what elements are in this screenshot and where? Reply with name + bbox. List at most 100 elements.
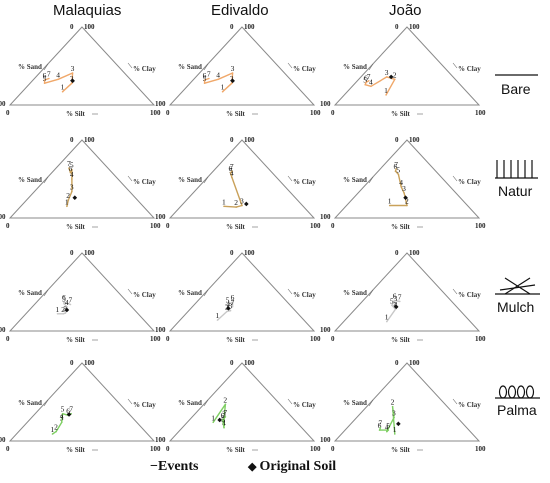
event-label-7: 7 xyxy=(230,162,234,171)
legend-original-symbol: ◆ xyxy=(247,461,257,473)
event-label-1: 1 xyxy=(393,425,397,434)
event-point-4 xyxy=(223,426,225,429)
event-label-2: 2 xyxy=(223,395,227,404)
corner-label-top-100: 100 xyxy=(409,249,420,257)
event-label-4: 4 xyxy=(70,170,74,179)
clay-axis-label: % Clay xyxy=(458,65,481,73)
corner-label-left-100: 100 xyxy=(155,326,166,334)
event-label-3: 3 xyxy=(240,197,244,206)
event-point-5 xyxy=(63,302,65,305)
corner-label-left-100: 100 xyxy=(320,100,331,108)
event-point-2 xyxy=(406,204,408,207)
corner-label-right-100: 100 xyxy=(475,222,486,230)
event-point-6 xyxy=(221,419,224,421)
event-label-5: 5 xyxy=(62,295,66,304)
event-label-3: 3 xyxy=(222,409,226,418)
event-label-4: 4 xyxy=(222,419,226,428)
event-point-2 xyxy=(391,405,394,408)
corner-label-left-100: 100 xyxy=(155,213,166,221)
event-label-1: 1 xyxy=(216,311,220,320)
event-point-3 xyxy=(71,72,74,74)
event-label-5: 5 xyxy=(386,421,390,430)
legend-events: −Events xyxy=(150,459,199,474)
event-label-3: 3 xyxy=(385,68,389,77)
corner-label-top-100: 100 xyxy=(84,359,95,367)
event-point-1 xyxy=(56,313,59,315)
sand-axis-label: % Sand xyxy=(18,399,42,407)
event-label-4: 4 xyxy=(399,178,403,187)
ternary-triangle xyxy=(333,252,481,332)
corner-label-right-100: 100 xyxy=(475,445,486,453)
event-label-1: 1 xyxy=(388,197,392,206)
corner-label-top-100: 100 xyxy=(409,359,420,367)
event-label-4: 4 xyxy=(226,299,230,308)
event-label-7: 7 xyxy=(378,419,382,428)
event-point-6 xyxy=(378,429,381,431)
corner-label-left-0: 0 xyxy=(166,335,170,343)
column-headers: Malaquias Edivaldo João xyxy=(53,2,422,19)
sand-axis-label: % Sand xyxy=(18,289,42,297)
event-point-1 xyxy=(386,320,388,323)
event-point-7 xyxy=(231,306,234,308)
original-soil-marker xyxy=(230,78,235,84)
event-point-1 xyxy=(394,433,396,435)
sand-axis-label: % Sand xyxy=(343,176,367,184)
row-icon-palma-wrap: Palma xyxy=(495,385,540,418)
event-point-5 xyxy=(43,82,46,84)
clay-axis-arrow xyxy=(127,62,133,69)
corner-label-top-0: 0 xyxy=(70,136,74,144)
corner-label-top-0: 0 xyxy=(395,359,399,367)
event-point-7 xyxy=(368,80,370,82)
row-label-mulch: Mulch xyxy=(497,299,534,315)
event-label-6: 6 xyxy=(229,164,233,173)
column-header-joao: João xyxy=(389,2,422,19)
sand-axis-arrow xyxy=(203,63,209,71)
event-point-5 xyxy=(61,412,64,415)
event-point-5 xyxy=(364,83,367,86)
event-label-7: 7 xyxy=(47,70,51,79)
clay-axis-label: % Clay xyxy=(293,401,316,409)
event-label-6: 6 xyxy=(43,71,47,80)
row-label-natur: Natur xyxy=(498,183,533,199)
event-label-2: 2 xyxy=(61,305,65,314)
event-label-6: 6 xyxy=(364,73,368,82)
event-point-4 xyxy=(370,85,372,88)
event-point-3 xyxy=(223,417,225,420)
sand-axis-arrow xyxy=(203,399,209,407)
event-label-7: 7 xyxy=(67,159,71,168)
corner-label-top-0: 0 xyxy=(395,249,399,257)
event-label-1: 1 xyxy=(222,197,226,206)
event-label-5: 5 xyxy=(70,161,74,170)
event-label-5: 5 xyxy=(43,74,47,83)
event-label-1: 1 xyxy=(51,425,55,434)
event-label-3: 3 xyxy=(394,294,398,303)
clay-axis-arrow xyxy=(287,398,293,405)
event-label-7: 7 xyxy=(398,292,402,301)
event-label-6: 6 xyxy=(69,164,73,173)
event-point-1 xyxy=(66,205,68,208)
corner-label-right-100: 100 xyxy=(310,109,321,117)
corner-label-left-100: 100 xyxy=(0,100,6,108)
corner-label-left-0: 0 xyxy=(6,222,10,230)
clay-axis-label: % Clay xyxy=(293,291,316,299)
corner-label-right-100: 100 xyxy=(310,445,321,453)
original-soil-marker xyxy=(396,421,401,427)
ternary-triangle xyxy=(8,362,156,442)
palm-cactus-icon xyxy=(495,385,540,399)
silt-axis-label: % Silt xyxy=(226,336,246,344)
event-label-4: 4 xyxy=(385,423,389,432)
event-label-6: 6 xyxy=(221,411,225,420)
ternary-triangle xyxy=(168,26,316,106)
silt-axis-label: % Silt xyxy=(66,110,86,118)
corner-label-right-100: 100 xyxy=(150,445,161,453)
sand-axis-arrow xyxy=(368,63,374,71)
event-point-3 xyxy=(403,192,405,194)
corner-label-left-0: 0 xyxy=(166,222,170,230)
event-point-1 xyxy=(385,94,387,96)
event-point-3 xyxy=(394,302,397,304)
corner-label-top-0: 0 xyxy=(70,249,74,257)
event-label-2: 2 xyxy=(234,198,238,207)
corner-label-top-0: 0 xyxy=(70,23,74,31)
